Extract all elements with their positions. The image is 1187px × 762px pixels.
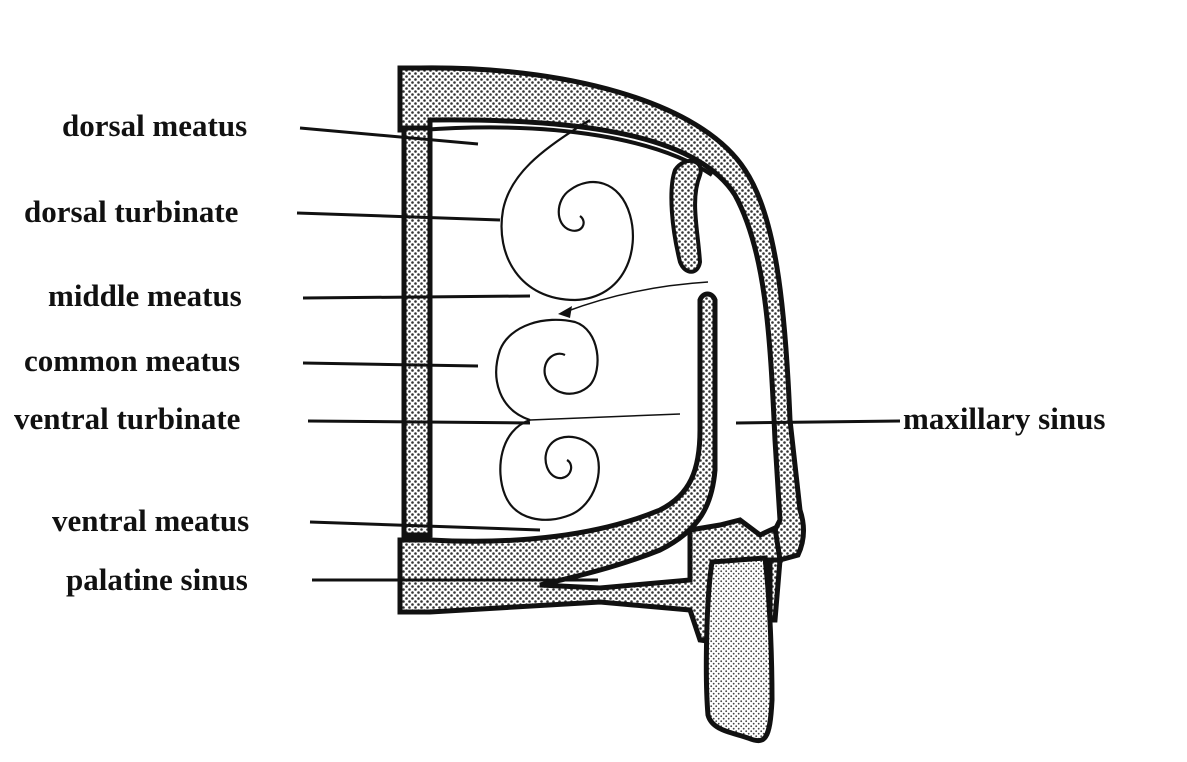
leader-middle-meatus bbox=[303, 296, 530, 298]
leader-ventral-turbinate bbox=[308, 421, 530, 423]
dorsal-turbinate bbox=[502, 120, 633, 300]
ventral-turbinate-upper bbox=[496, 320, 597, 420]
septum bbox=[404, 128, 430, 535]
arrow-head bbox=[558, 306, 572, 318]
label-common-meatus: common meatus bbox=[24, 345, 240, 376]
turbinate-attachment bbox=[530, 414, 680, 420]
label-maxillary-sinus: maxillary sinus bbox=[903, 403, 1105, 434]
leader-dorsal-meatus bbox=[300, 128, 478, 144]
maxillary-partition bbox=[671, 161, 700, 272]
label-ventral-meatus: ventral meatus bbox=[52, 505, 249, 536]
ventral-turbinate-lower bbox=[500, 420, 599, 520]
label-dorsal-turbinate: dorsal turbinate bbox=[24, 196, 238, 227]
label-middle-meatus: middle meatus bbox=[48, 280, 242, 311]
tooth-root bbox=[706, 558, 772, 741]
leader-common-meatus bbox=[303, 363, 478, 366]
label-dorsal-meatus: dorsal meatus bbox=[62, 110, 247, 141]
airflow-arrow bbox=[565, 282, 708, 312]
label-palatine-sinus: palatine sinus bbox=[66, 564, 248, 595]
leader-lines bbox=[297, 128, 900, 580]
label-ventral-turbinate: ventral turbinate bbox=[14, 403, 240, 434]
leader-maxillary-sinus bbox=[736, 421, 900, 423]
leader-dorsal-turbinate bbox=[297, 213, 500, 220]
